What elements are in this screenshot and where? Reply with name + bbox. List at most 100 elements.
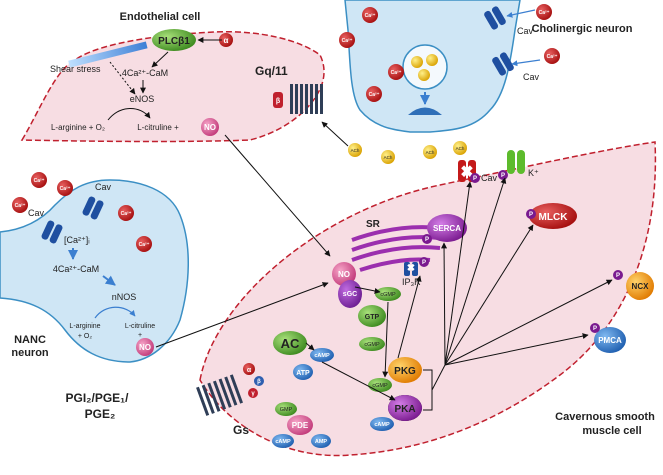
arrow-ca-influx-ch2 <box>511 59 541 67</box>
ach-label-r3: ACh <box>426 150 435 155</box>
no-endo-label: NO <box>204 123 216 132</box>
l-citruline-endo-label: L-citruline + <box>137 123 179 132</box>
pde-icon <box>287 415 313 435</box>
cav-channel-cholinergic-2 <box>492 52 514 76</box>
camp-pde-label: cAMP <box>275 439 291 445</box>
gbeta-smooth-icon <box>254 376 264 386</box>
gpcr-smooth-muscle <box>196 374 243 416</box>
pka-label: PKA <box>394 404 415 415</box>
cav-channel-cholinergic-1 <box>484 6 506 30</box>
nanc-plus-label: + <box>138 332 142 339</box>
k-channel <box>507 150 525 174</box>
gbeta-endo-icon <box>273 92 283 108</box>
arrow-ca-influx-ch1 <box>506 9 536 18</box>
cgmp-top-label: cGMP <box>380 292 396 298</box>
arrow-pk-k <box>444 177 507 366</box>
ach-vesicle-molecule-1 <box>411 56 423 68</box>
ach-vesicle <box>402 44 448 90</box>
cacam-nanc-label: 4Ca²⁺-CaM <box>53 264 99 274</box>
arrow-ach-gpcr <box>321 121 349 147</box>
atp-label: ATP <box>296 370 310 377</box>
p-label-2: P <box>425 237 429 243</box>
l-arginine-endo-label: L-arginine + O₂ <box>51 123 105 132</box>
galpha-endo-label: α <box>224 36 229 45</box>
ac-label: AC <box>281 336 300 351</box>
mlck-label: MLCK <box>539 212 569 223</box>
nnos-label: nNOS <box>112 292 137 302</box>
cgmp-top-icon <box>375 287 401 301</box>
smooth-muscle-label-line2: muscle cell <box>582 425 641 437</box>
endothelial-cell-label: Endothelial cell <box>120 11 201 23</box>
mlck-icon <box>529 203 577 229</box>
ca-label-n1: Ca²⁺ <box>15 203 26 209</box>
camp-pka-label: cAMP <box>374 422 390 428</box>
gtp-icon <box>358 305 386 327</box>
serca-icon <box>427 214 467 242</box>
ip3r-label: IP₃R <box>402 277 421 287</box>
sr-label: SR <box>366 219 381 230</box>
plcb1-icon <box>152 29 196 51</box>
arrow-pkg-ip3r <box>397 275 422 359</box>
gs-label: Gs <box>233 423 249 437</box>
camp-pka-icon <box>370 417 394 431</box>
cgmp-mid-label: cGMP <box>364 342 380 348</box>
arrow-pk-ncx <box>444 279 613 366</box>
ca-label-n2: Ca²⁺ <box>34 178 45 184</box>
ca-label-c1: Ca²⁺ <box>342 38 353 44</box>
arrow-cacam-nnos <box>102 275 116 286</box>
galpha-endo-icon <box>219 33 233 47</box>
cgmp-pkg-icon <box>368 378 392 392</box>
ac-icon <box>273 331 307 355</box>
camp-top-label: cAMP <box>314 353 330 359</box>
arrow-shear-enos <box>109 61 136 95</box>
serca-label: SERCA <box>433 224 461 233</box>
nanc-l-arginine-label: L-arginine <box>69 323 100 330</box>
arrow-pk-cav <box>444 181 473 366</box>
arrow-enos-reaction <box>107 108 151 121</box>
arrow-nnos-reaction <box>94 306 136 319</box>
cav-channel-smooth <box>458 160 476 182</box>
ca-label-n5: Ca²⁺ <box>139 242 150 248</box>
galpha-smooth-label: α <box>247 367 252 374</box>
pkg-label: PKG <box>394 366 416 377</box>
prostaglandin-label-line1: PGI₂/PGE₁/ <box>66 391 130 405</box>
cgmp-mid-icon <box>359 337 385 351</box>
ncx-label: NCX <box>632 282 650 291</box>
pmca-label: PMCA <box>598 336 622 345</box>
arrow-ac-camp <box>305 342 315 351</box>
nanc-neuron-label-line1: NANC <box>14 334 46 346</box>
no-endo-icon <box>201 118 219 136</box>
enos-label: eNOS <box>130 94 155 104</box>
pmca-icon <box>594 327 626 353</box>
ca-label-c6: Ca²⁺ <box>547 54 558 60</box>
bracket-stem <box>431 364 446 391</box>
arrow-pk-serca <box>441 242 448 366</box>
camp-pde-icon <box>272 434 294 448</box>
smooth-muscle-cell-membrane <box>199 141 657 457</box>
nanc-o2-label: + O₂ <box>78 333 92 340</box>
cgmp-pkg-label: cGMP <box>372 383 388 389</box>
cav-channel-nanc-1 <box>41 220 63 244</box>
ggamma-smooth-label: γ <box>251 391 255 397</box>
ca-intracellular-label: [Ca²⁺]ᵢ <box>64 235 90 245</box>
ca-label-n3: Ca²⁺ <box>60 186 71 192</box>
no-nanc-icon <box>136 338 154 356</box>
shear-stress-label: Shear stress <box>50 64 101 74</box>
p-label-3: P <box>473 176 477 182</box>
gmp-icon <box>275 402 297 416</box>
pka-icon-fill <box>388 395 422 421</box>
p-label-4: P <box>501 173 505 179</box>
ach-label-r2: ACh <box>384 155 393 160</box>
gtp-label: GTP <box>365 314 380 321</box>
gpcr-endothelial <box>290 84 323 114</box>
nanc-l-citruline-label: L-citruline <box>125 323 155 330</box>
cav-label-ch2: Cav <box>523 72 540 82</box>
ach-label-r4: ACh <box>456 146 465 151</box>
no-sgc-label: NO <box>338 270 350 279</box>
ip3r-channel <box>404 262 418 276</box>
gmp-label: GMP <box>280 407 293 413</box>
p-label-6: P <box>616 273 620 279</box>
pkg-icon <box>388 357 422 383</box>
arrow-pk-pmca <box>444 333 589 366</box>
